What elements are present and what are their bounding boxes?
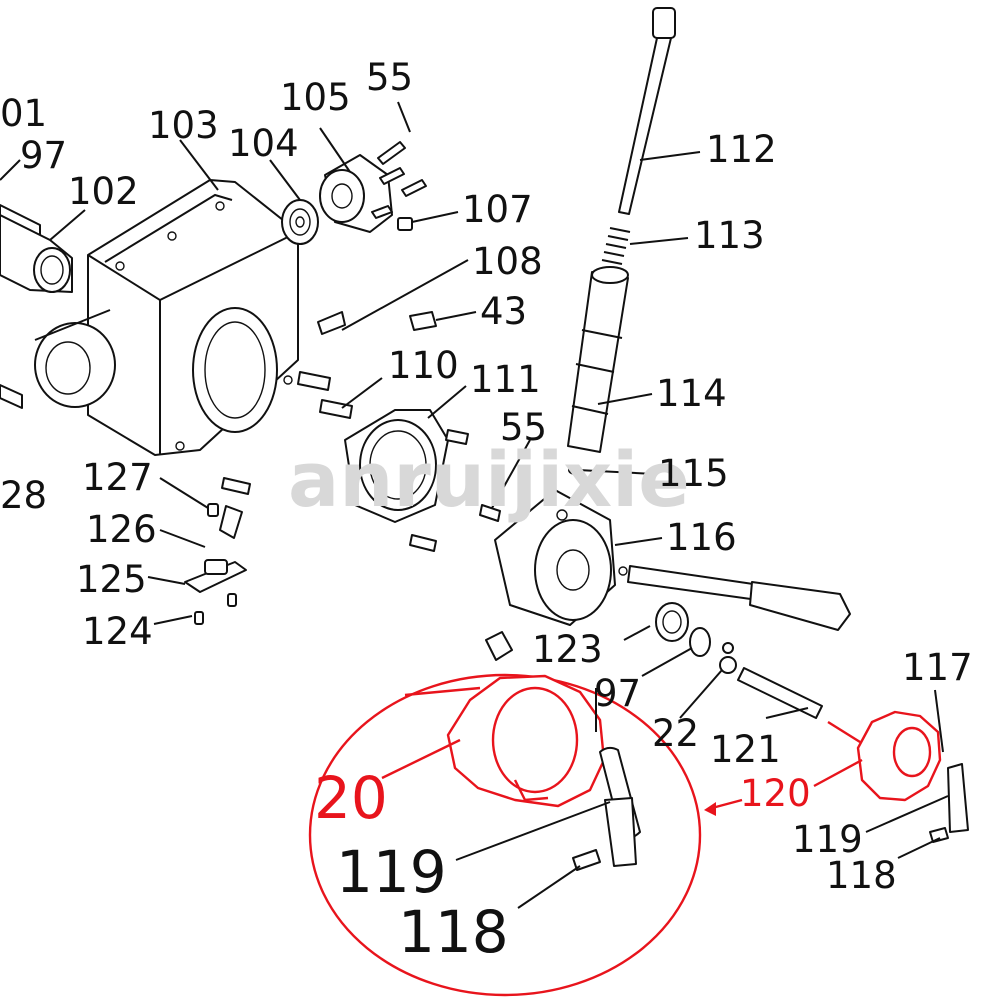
label-116: 116: [666, 516, 737, 559]
screws-lower: [221, 429, 501, 552]
part-121-shaft: [737, 667, 823, 719]
label-108: 108: [472, 240, 543, 283]
part-43-screw: [409, 311, 437, 331]
label-115: 115: [658, 452, 729, 495]
part-103-housing: [34, 179, 299, 456]
label-114: 114: [656, 372, 727, 415]
label-112: 112: [706, 128, 777, 171]
label-111: 111: [470, 358, 541, 401]
label-107: 107: [462, 188, 533, 231]
label-120-zoom: 20: [314, 764, 388, 832]
part-104-bearing: [281, 199, 319, 245]
screws-110: [297, 371, 353, 419]
label-43: 43: [480, 290, 527, 333]
part-116-hub: [494, 489, 616, 626]
watermark: anruijixie: [288, 435, 690, 524]
label-119-zoom: 119: [336, 838, 447, 906]
label-97-top: 97: [20, 134, 67, 177]
label-55-top: 55: [366, 56, 413, 99]
label-128: 28: [0, 474, 47, 517]
label-102: 102: [68, 170, 139, 213]
parts-124-127: [184, 503, 247, 625]
part-pin-lower: [485, 631, 513, 661]
part-111-ring: [344, 409, 449, 523]
part-122-ball: [719, 642, 737, 674]
label-113: 113: [694, 214, 765, 257]
part-labels: 01 97 102 103 104 105 55 112 107 113 108…: [0, 56, 973, 966]
part-113-spring: [601, 227, 631, 265]
screws-55-107: [371, 141, 427, 231]
label-117: 117: [902, 646, 973, 689]
label-55-mid: 55: [500, 406, 547, 449]
label-105: 105: [280, 76, 351, 119]
part-119-handle-small: [929, 763, 969, 843]
label-110: 110: [388, 344, 459, 387]
label-121: 121: [710, 728, 781, 771]
label-97-lower: 97: [594, 672, 641, 715]
part-112-rod: [618, 7, 676, 215]
label-118: 118: [826, 854, 897, 897]
label-118-zoom: 118: [398, 898, 509, 966]
label-122: 22: [652, 712, 699, 755]
label-126: 126: [86, 508, 157, 551]
label-101: 01: [0, 92, 47, 135]
parts-123-97-rings: [655, 602, 711, 657]
label-123: 123: [532, 628, 603, 671]
leader-lines: [0, 101, 949, 909]
part-105-flange: [319, 154, 393, 233]
label-103: 103: [148, 104, 219, 147]
hub-lever-handle: [618, 565, 851, 631]
label-120: 120: [740, 772, 811, 815]
label-124: 124: [82, 610, 153, 653]
label-119: 119: [792, 818, 863, 861]
label-125: 125: [76, 558, 147, 601]
part-108-pin: [317, 311, 346, 335]
part-120-knob-small: [827, 710, 942, 802]
label-127: 127: [82, 456, 153, 499]
label-104: 104: [228, 122, 299, 165]
part-114-handle: [567, 266, 629, 475]
zoom-detail-callout: [308, 673, 743, 997]
